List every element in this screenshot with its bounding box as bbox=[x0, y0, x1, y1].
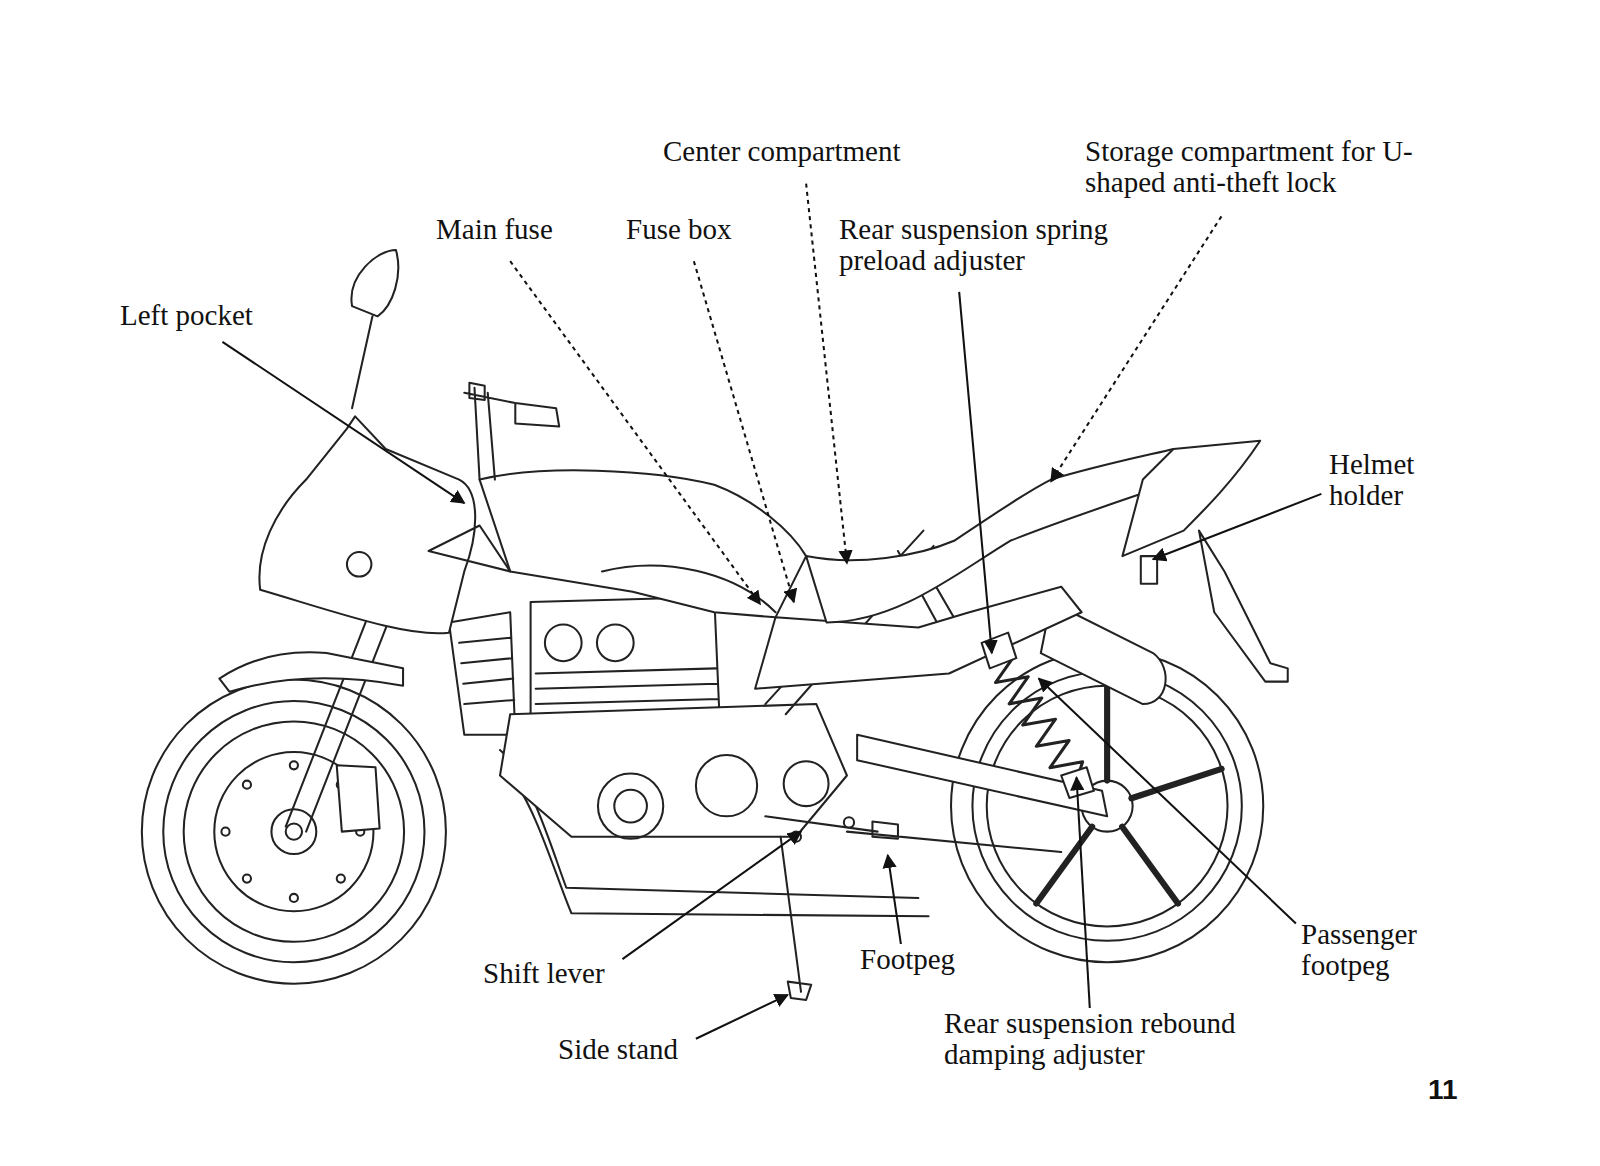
part-label: Fuse box bbox=[624, 214, 734, 245]
leader-line bbox=[510, 261, 760, 604]
part-label: Rear suspension rebound damping adjuster bbox=[942, 1008, 1291, 1070]
leader-line bbox=[959, 292, 992, 653]
brake-caliper bbox=[337, 765, 380, 831]
front-fender bbox=[219, 652, 403, 692]
front-hub bbox=[271, 809, 316, 854]
front-rim bbox=[184, 721, 404, 941]
front-rim bbox=[163, 701, 424, 962]
part-label: Center compartment bbox=[661, 136, 903, 167]
part-label: Left pocket bbox=[118, 300, 255, 331]
pivot bbox=[844, 817, 854, 827]
leader-line bbox=[696, 995, 788, 1039]
leader-line bbox=[1077, 778, 1090, 1009]
radiator bbox=[449, 612, 515, 734]
cylinder-block bbox=[531, 597, 720, 725]
front-axle bbox=[286, 823, 302, 839]
footpeg-and-levers bbox=[765, 816, 1061, 852]
rear-wheel bbox=[951, 650, 1263, 962]
handlebar bbox=[464, 383, 559, 480]
engine-cover bbox=[598, 773, 663, 838]
rear-rim bbox=[987, 686, 1228, 927]
rear-tire bbox=[951, 650, 1263, 962]
side-stand-figure bbox=[781, 837, 812, 1000]
front-wheel bbox=[142, 680, 446, 984]
part-label: Passenger footpeg bbox=[1299, 919, 1468, 981]
part-label: Rear suspension spring preload adjuster bbox=[837, 214, 1166, 276]
front-tire bbox=[142, 680, 446, 984]
part-label: Main fuse bbox=[434, 214, 555, 245]
page-number: 11 bbox=[1426, 1074, 1460, 1105]
rear-rim bbox=[972, 671, 1241, 940]
leader-line bbox=[222, 342, 464, 503]
tail-cowl bbox=[1122, 441, 1260, 556]
turn-signal bbox=[347, 552, 371, 576]
part-label: Shift lever bbox=[481, 958, 607, 989]
leader-line bbox=[694, 261, 794, 602]
crankcase bbox=[500, 704, 847, 837]
leader-line bbox=[622, 832, 801, 960]
part-label: Storage compartment for U-shaped anti-th… bbox=[1083, 136, 1432, 198]
leader-line bbox=[888, 855, 901, 945]
part-label: Side stand bbox=[556, 1034, 680, 1065]
engine-cover bbox=[614, 790, 647, 823]
helmet-holder bbox=[1141, 556, 1157, 584]
mirror bbox=[351, 250, 398, 408]
rear-fender bbox=[1199, 531, 1288, 682]
side-cover bbox=[755, 587, 1082, 689]
leader-line bbox=[1153, 494, 1321, 559]
cam-cover bbox=[597, 624, 634, 661]
engine-cover bbox=[696, 755, 757, 816]
engine-cover bbox=[784, 761, 829, 806]
fuel-tank bbox=[480, 470, 807, 617]
part-label: Helmet holder bbox=[1327, 449, 1456, 511]
part-label: Footpeg bbox=[858, 944, 957, 975]
cam-cover bbox=[545, 624, 582, 661]
shock-spring bbox=[995, 653, 1083, 781]
